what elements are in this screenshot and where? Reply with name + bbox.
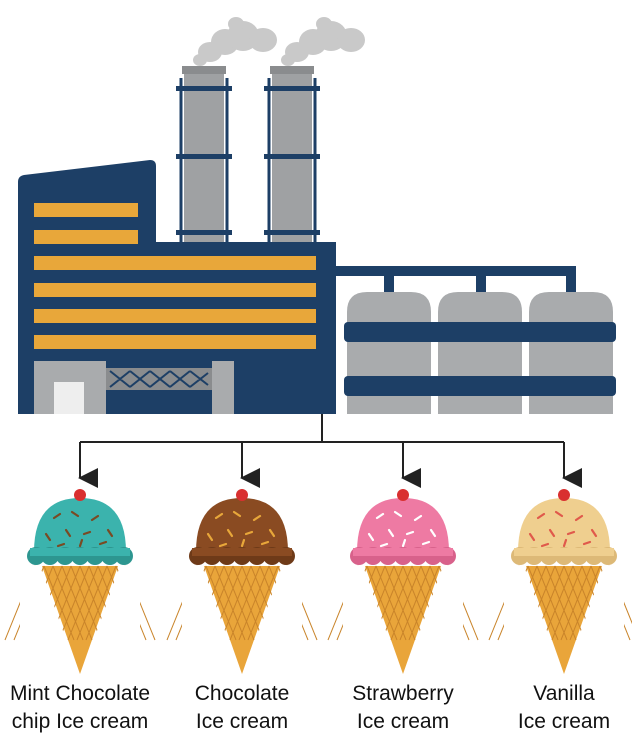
ice-cream-cone-chocolate [166,489,318,676]
cherry [558,489,570,501]
flavor-label-vanilla: Vanilla Ice cream [479,680,632,736]
cone [526,566,602,674]
flavor-label-chocolate: Chocolate Ice cream [157,680,327,736]
chimney-left [176,66,232,242]
scoop [34,498,126,552]
flavor-label-line1: Strawberry [352,682,454,705]
scoop [196,498,288,552]
ice-cream-cone-strawberry [327,489,479,676]
sprinkles [528,510,598,548]
tank-bands [344,322,616,396]
chimney-right [264,66,320,242]
ice-cream-cone-vanilla [488,489,632,676]
flavor-label-line2: Ice cream [356,710,450,733]
cone [204,566,280,674]
flavor-label-line1: Vanilla [533,682,595,705]
cherry [397,489,409,501]
pipe-top [330,266,576,296]
flavor-label-line1: Mint Chocolate [9,682,151,705]
flavor-label-line2: chip Ice cream [11,710,149,733]
factory-building [18,160,336,414]
ice-cream-cones [4,489,632,676]
cone [42,566,118,674]
cone [365,566,441,674]
flavor-label-line1: Chocolate [194,682,290,705]
cherry [74,489,86,501]
sprinkles [206,510,276,548]
sprinkles [367,510,437,548]
smoke-right [281,17,365,66]
flavor-label-strawberry: Strawberry Ice cream [318,680,488,736]
flavor-label-line2: Ice cream [195,710,289,733]
smoke-left [193,17,277,66]
cherry [236,489,248,501]
flavor-label-line2: Ice cream [517,710,611,733]
ice-cream-cone-mint-chocolate-chip [4,489,156,676]
scoop [357,498,449,552]
loading-dock [34,361,234,414]
sprinkles [44,510,114,548]
connector-arrows [78,414,582,488]
scoop [518,498,610,552]
flavor-label-mint-chocolate-chip: Mint Chocolate chip Ice cream [0,680,165,736]
